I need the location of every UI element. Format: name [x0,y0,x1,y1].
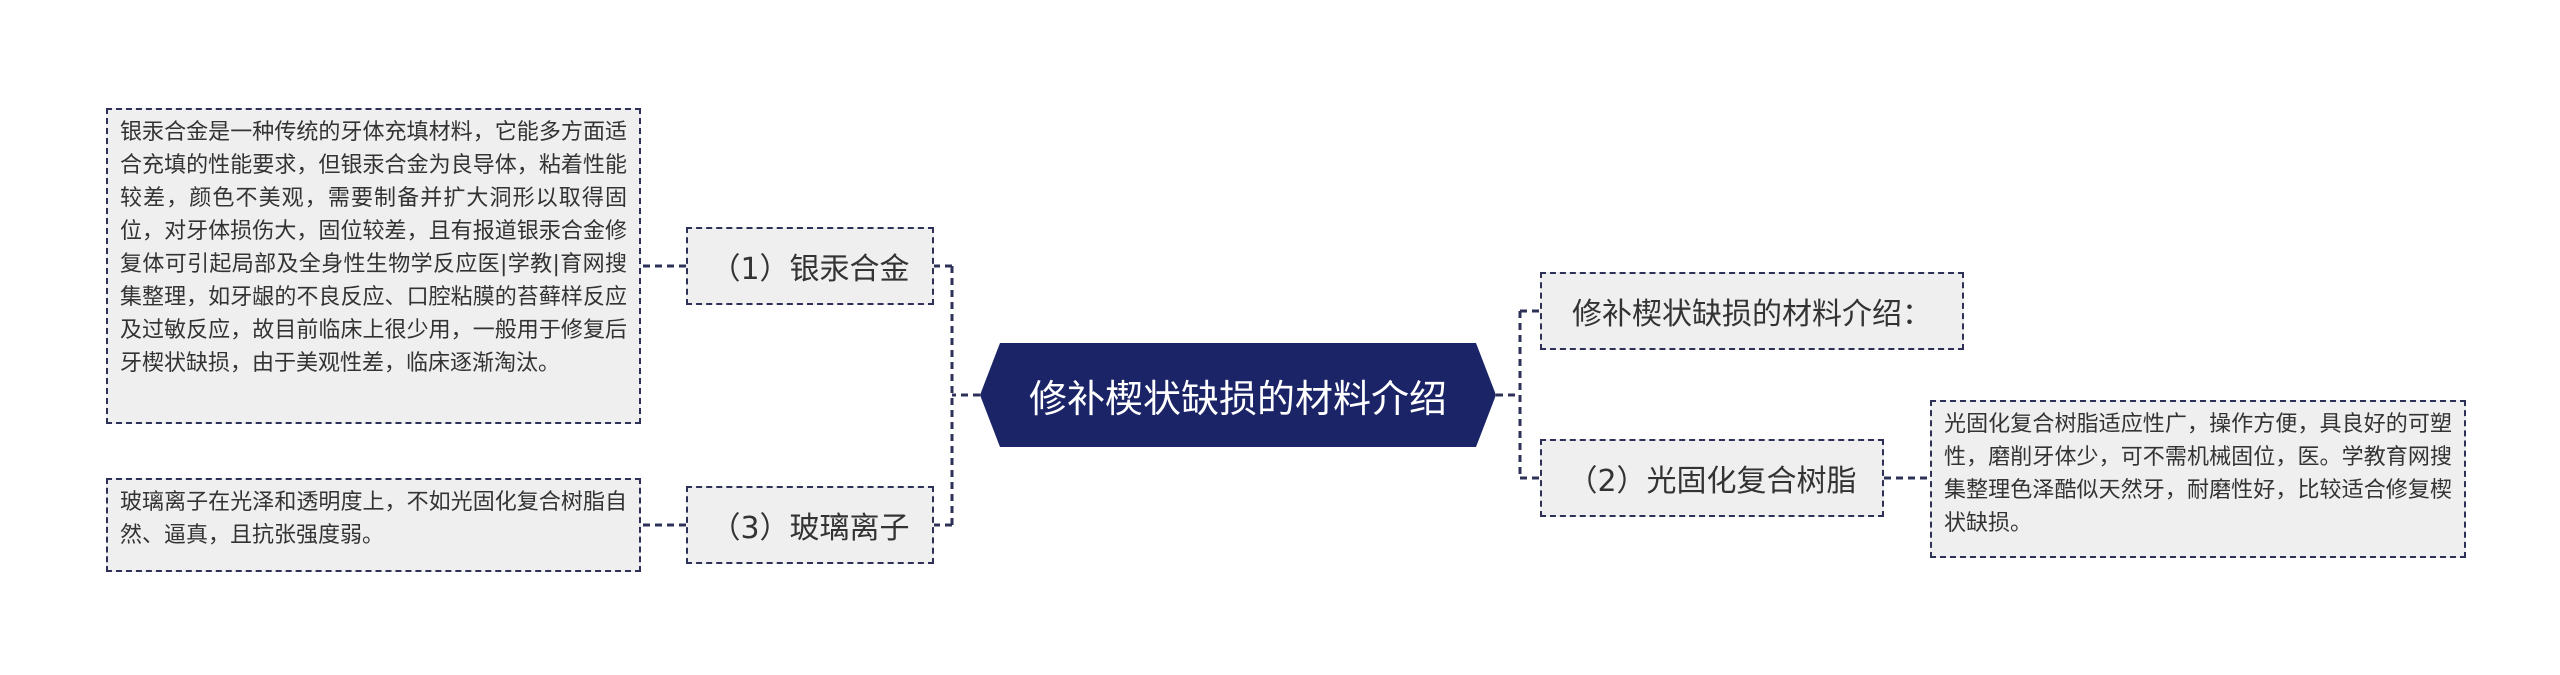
branch-yingong-label: （1）银汞合金 [710,252,910,287]
branch-intro[interactable]: 修补楔状缺损的材料介绍： [1540,272,1964,350]
central-topic[interactable]: 修补楔状缺损的材料介绍 [980,343,1496,447]
branch-boli[interactable]: （3）玻璃离子 [686,486,934,564]
central-topic-title: 修补楔状缺损的材料介绍 [1028,376,1447,421]
branch-intro-label: 修补楔状缺损的材料介绍： [1572,297,1932,332]
detail-guanggu[interactable]: 光固化复合树脂适应性广，操作方便，具良好的可塑性，磨削牙体少，可不需机械固位，医… [1930,400,2466,558]
branch-guanggu-label: （2）光固化复合树脂 [1567,464,1857,499]
branch-guanggu[interactable]: （2）光固化复合树脂 [1540,439,1884,517]
detail-boli[interactable]: 玻璃离子在光泽和透明度上，不如光固化复合树脂自然、逼真，且抗张强度弱。 [106,478,641,572]
connector-center-right [1496,309,1540,480]
detail-yingong-text: 银汞合金是一种传统的牙体充填材料，它能多方面适合充填的性能要求，但银汞合金为良导… [120,120,627,376]
central-topic-shape [980,343,1496,447]
detail-boli-text: 玻璃离子在光泽和透明度上，不如光固化复合树脂自然、逼真，且抗张强度弱。 [120,490,627,548]
branch-boli-label: （3）玻璃离子 [710,511,910,546]
detail-guanggu-text: 光固化复合树脂适应性广，操作方便，具良好的可塑性，磨削牙体少，可不需机械固位，医… [1944,412,2452,536]
branch-yingong[interactable]: （1）银汞合金 [686,227,934,305]
connector-center-left [934,264,980,527]
detail-yingong[interactable]: 银汞合金是一种传统的牙体充填材料，它能多方面适合充填的性能要求，但银汞合金为良导… [106,108,641,424]
